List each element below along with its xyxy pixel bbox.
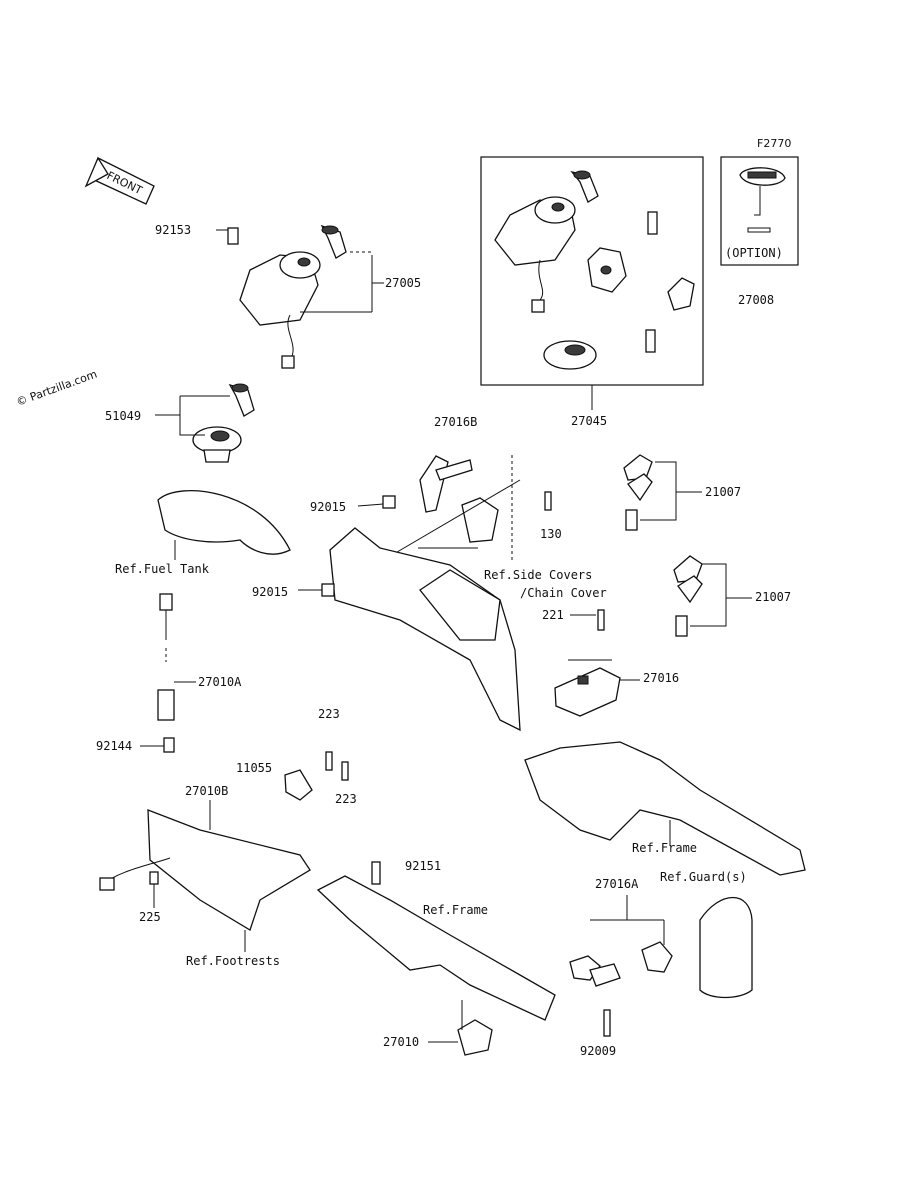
side-stand-switch-27010a[interactable] [157,593,175,721]
option-label: (OPTION) [725,246,783,260]
bolt-223-upper[interactable] [325,751,333,771]
ref-frame-right: Ref.Frame [632,841,697,855]
ref-chain-cover: /Chain Cover [520,586,607,600]
part-number-21007-upper: 21007 [705,485,741,499]
fuel-tank-cap[interactable] [192,383,255,463]
part-number-221: 221 [542,608,564,622]
part-number-92144: 92144 [96,739,132,753]
lock-27016a[interactable] [641,941,673,973]
connector-225[interactable] [99,877,115,891]
fuel-tank-outline [157,490,291,555]
part-number-223-lower: 223 [335,792,357,806]
spring-92144[interactable] [163,737,175,753]
seat-lock-keys[interactable] [391,455,521,560]
part-number-27016: 27016 [643,671,679,685]
ref-fuel-tank: Ref.Fuel Tank [115,562,210,576]
front-arrow-icon: FRONT [84,156,155,205]
bolt-223-lower[interactable] [341,761,349,781]
part-number-21007-lower: 21007 [755,590,791,604]
clip-92015-lower[interactable] [321,583,335,597]
part-number-92153: 92153 [155,223,191,237]
ignition-switch-assembly[interactable] [216,224,372,369]
part-number-27010a: 27010A [198,675,242,689]
clip-92015-upper[interactable] [382,495,396,509]
ref-side-covers: Ref.Side Covers [484,568,592,582]
frame-right-outline [524,741,806,876]
part-number-225: 225 [139,910,161,924]
part-number-27010: 27010 [383,1035,419,1049]
key-lock-kit-parts[interactable] [494,170,695,370]
part-number-223-upper: 223 [318,707,340,721]
key-set-21007-lower[interactable] [673,555,703,637]
watermark: © Partzilla.com [15,368,99,409]
option-box-27008 [720,156,799,266]
part-number-92009: 92009 [580,1044,616,1058]
bolt-92151[interactable] [371,861,381,885]
option-key-blank[interactable] [739,167,786,233]
ref-guards: Ref.Guard(s) [660,870,747,884]
part-number-27008: 27008 [738,293,774,307]
key-pair-27016a[interactable] [569,955,621,987]
part-number-130: 130 [540,527,562,541]
part-number-27016a: 27016A [595,877,639,891]
frame-center-outline [316,875,556,1021]
part-number-27010b: 27010B [185,784,228,798]
helmet-lock-27016[interactable] [554,659,621,717]
part-number-27016b: 27016B [434,415,477,429]
part-number-92015-lower: 92015 [252,585,288,599]
screw-92009[interactable] [603,1009,611,1037]
part-number-92151: 92151 [405,859,441,873]
figure-id: F2770 [757,137,791,150]
bracket-11055[interactable] [284,769,313,801]
part-number-27005: 27005 [385,276,421,290]
ref-footrests: Ref.Footrests [186,954,280,968]
footrest-bracket-outline [147,809,311,931]
screw-221[interactable] [597,609,605,631]
part-number-27045: 27045 [571,414,607,428]
guard-outline [699,896,753,999]
part-number-51049: 51049 [105,409,141,423]
side-cover-outline [329,527,521,732]
bolt-130[interactable] [544,491,552,511]
key-set-21007-upper[interactable] [623,454,653,531]
part-number-92015-upper: 92015 [310,500,346,514]
neutral-switch-27010[interactable] [457,1000,493,1056]
ref-frame-center: Ref.Frame [423,903,488,917]
part-number-11055: 11055 [236,761,272,775]
